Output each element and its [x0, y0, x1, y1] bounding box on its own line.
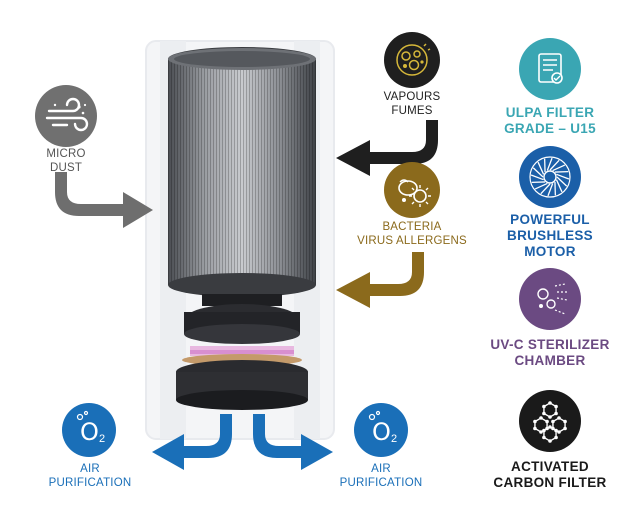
air-arrow-right: [253, 414, 335, 470]
vapours-fumes-icon: [384, 32, 440, 88]
bacteria-arrow: [330, 250, 440, 308]
micro-dust-arrow: [55, 170, 155, 230]
o2-subscript: 2: [99, 433, 106, 445]
carbon-molecule-icon: [519, 390, 581, 452]
certificate-icon: [519, 38, 581, 100]
fan-blade-icon: [519, 146, 581, 208]
oxygen-icon-left: O 2: [62, 403, 116, 457]
o2-text: O: [372, 418, 391, 446]
o2-text: O: [80, 418, 99, 446]
bacteria-virus-icon: [384, 162, 440, 218]
brushless-motor-base: [172, 292, 312, 412]
air-arrow-left: [150, 414, 232, 470]
micro-dust-icon: [35, 85, 97, 147]
o2-subscript: 2: [391, 433, 398, 445]
uv-sterilizer-icon: [519, 268, 581, 330]
oxygen-icon-right: O 2: [354, 403, 408, 457]
ulpa-filter-cylinder: [165, 45, 319, 300]
